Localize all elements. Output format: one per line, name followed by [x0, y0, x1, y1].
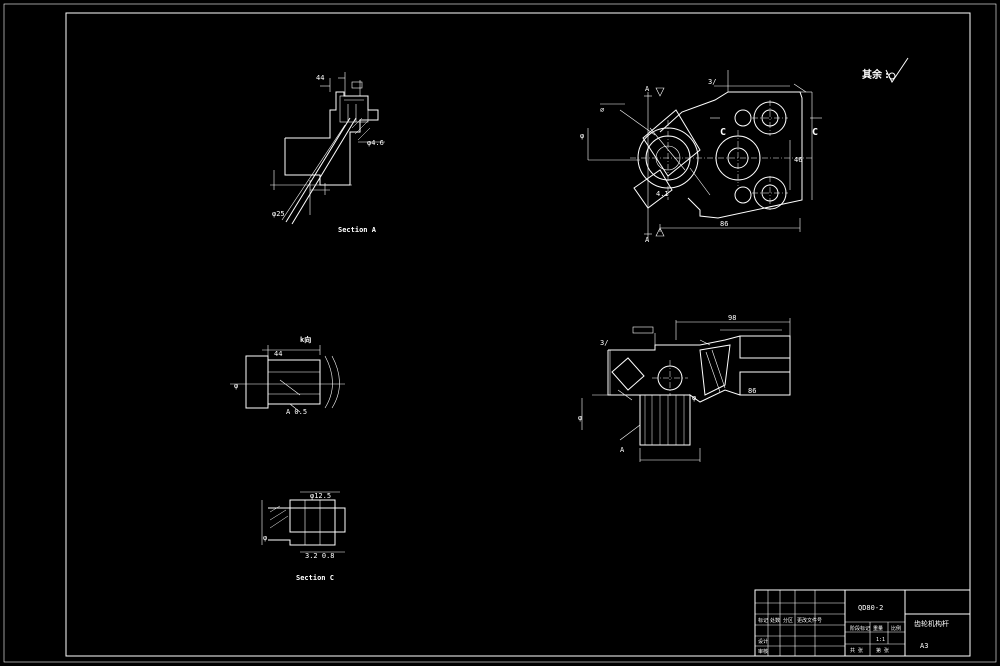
svg-text:共 张: 共 张: [850, 647, 863, 654]
svg-text:86: 86: [748, 387, 756, 395]
section-a-view: 44 φ25 φ4.6 Section A: [270, 72, 385, 234]
svg-text::: :: [884, 70, 890, 81]
svg-text:设计: 设计: [758, 638, 768, 645]
svg-text:4.1: 4.1: [656, 190, 669, 198]
svg-text:审核: 审核: [758, 648, 768, 655]
svg-text:第 张: 第 张: [876, 647, 889, 654]
section-c-caption: Section C: [296, 574, 334, 582]
svg-text:C: C: [812, 127, 818, 138]
svg-text:比例: 比例: [891, 625, 901, 632]
svg-text:φ: φ: [580, 132, 584, 140]
svg-text:A: A: [645, 85, 650, 93]
svg-text:φ4.6: φ4.6: [367, 139, 384, 147]
svg-text:A: A: [620, 446, 625, 454]
svg-text:φ: φ: [578, 414, 582, 422]
svg-text:3.2 0.8: 3.2 0.8: [305, 552, 335, 560]
inner-frame: [65, 12, 971, 657]
svg-text:44: 44: [316, 74, 324, 82]
svg-text:φ12.5: φ12.5: [310, 492, 331, 500]
svg-text:标记: 标记: [758, 617, 768, 624]
svg-text:阶段标记: 阶段标记: [850, 625, 870, 632]
svg-text:98: 98: [728, 314, 736, 322]
part-name: 齿轮机构杆: [914, 619, 949, 628]
svg-text:更改文件号: 更改文件号: [797, 617, 822, 624]
k-view-caption: k向: [300, 335, 311, 344]
svg-text:46: 46: [794, 156, 802, 164]
roughness-note-text: 其余: [862, 68, 883, 81]
svg-text:φ: φ: [692, 394, 696, 402]
outer-border: [3, 3, 997, 663]
svg-text:3/: 3/: [708, 78, 716, 86]
svg-text:C: C: [720, 127, 726, 138]
svg-text:3/: 3/: [600, 339, 608, 347]
svg-text:44: 44: [274, 350, 282, 358]
svg-text:处数: 处数: [770, 617, 780, 624]
roughness-note: 其余 :: [862, 57, 909, 83]
title-block: QD80-2 齿轮机构杆 A3 1:1 标记 处数 分区 更改文件号 设计 审核…: [754, 589, 971, 657]
svg-text:A: A: [645, 236, 650, 244]
svg-text:分区: 分区: [783, 617, 793, 624]
svg-text:A 0.5: A 0.5: [286, 408, 307, 416]
k-view: k向 φ 44 A 0.5: [230, 335, 345, 416]
svg-text:φ: φ: [234, 382, 238, 390]
svg-text:∅: ∅: [600, 106, 604, 114]
svg-text:重量: 重量: [873, 625, 883, 632]
lower-right-view: 98 3/ φ A 86 φ: [578, 314, 791, 462]
section-c-view: φ12.5 φ 3.2 0.8 Section C: [261, 491, 346, 582]
sheet-size: A3: [920, 642, 928, 650]
svg-text:86: 86: [720, 220, 728, 228]
svg-text:φ25: φ25: [272, 210, 285, 218]
svg-text:φ: φ: [263, 534, 267, 542]
drawing-number: QD80-2: [858, 604, 883, 612]
scale-value: 1:1: [876, 637, 885, 643]
section-a-caption: Section A: [338, 226, 377, 234]
main-view: A A C C φ ∅ 3/ 46 86 4.1: [580, 70, 822, 244]
